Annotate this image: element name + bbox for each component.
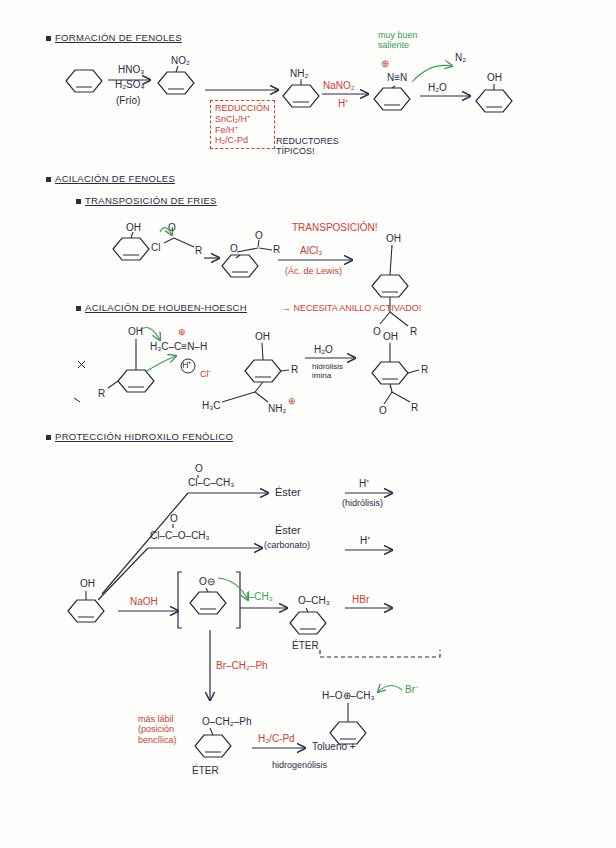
atom-label: O <box>168 222 176 234</box>
atom-label: R <box>410 326 417 338</box>
reagent: H₃C–C≡N–H <box>150 341 207 353</box>
atom-label: R <box>291 364 298 376</box>
reagent: NaNO₂ <box>323 80 355 92</box>
reagent: H₂/C-Pd <box>258 733 295 745</box>
reagent: H⁺ <box>338 98 348 110</box>
section-heading: ACILACIÓN DE FENOLES <box>55 174 175 185</box>
reagent: HNO₃ <box>118 64 144 76</box>
product-label: ÉTER <box>192 765 219 777</box>
bullets <box>46 36 81 440</box>
reagent: H₂O <box>428 82 447 94</box>
reagent: H⁺ <box>182 360 192 370</box>
reagent: HBr <box>352 594 369 606</box>
atom-label: Cl <box>151 242 160 254</box>
charge: ⊕ <box>178 327 186 337</box>
reagent: Cl–C–O–CH₃ <box>150 530 210 542</box>
group-label: NH₂ <box>290 68 308 80</box>
atom-label: R <box>411 402 418 414</box>
reagent: H⁺ <box>359 478 369 490</box>
charge: ⊕ <box>381 58 389 70</box>
condition: hidrogenólisis <box>272 760 327 770</box>
reagent-line: SnCl₂/H⁺ <box>215 114 270 125</box>
group-label: OH <box>383 331 398 343</box>
margin-marks <box>74 361 85 402</box>
sub-heading: ACILACIÓN DE HOUBEN-HOESCH <box>85 303 247 314</box>
atom-label: R <box>421 364 428 376</box>
group-label: OH <box>80 578 95 590</box>
reagent: Br⁻ <box>405 684 418 696</box>
note: → NECESITA ANILLO ACTIVADO! <box>282 303 421 313</box>
atom-label: O <box>255 230 263 242</box>
atom-label: O <box>195 463 203 475</box>
reagent: NaOH <box>130 596 158 608</box>
reagent: Cl–C–CH₃ <box>188 477 234 489</box>
condition: (Ác. de Lewis) <box>285 266 342 276</box>
note: REDUCTORES TÍPICOS! <box>276 136 346 157</box>
condition: hidrólisis imina <box>312 362 364 380</box>
note: TRANSPOSICIÓN! <box>292 222 378 234</box>
reagent-box: REDUCCIÓNSnCl₂/H⁺Fe/H⁺H₂/C-Pd <box>210 100 275 149</box>
group-label: O⊖ <box>199 576 215 588</box>
group-label: OH <box>255 331 270 343</box>
reagent: I–CH₃ <box>246 591 273 603</box>
condition: (hidrólisis) <box>342 498 383 508</box>
bonds <box>86 66 494 735</box>
group-label: O–CH₃ <box>298 595 330 607</box>
atom-label: R <box>273 244 280 256</box>
charge: ⊕ <box>288 396 296 406</box>
product-label: ÉTER <box>292 640 319 652</box>
group-label: NO₂ <box>171 55 190 67</box>
group-label: H–O⊕–CH₃ <box>322 690 375 702</box>
reagent: H₂SO₄ <box>115 79 145 91</box>
atom-label: O <box>170 513 178 525</box>
reagent: AlCl₃ <box>300 245 322 257</box>
group-label: N≡N <box>387 72 407 84</box>
reagent-line: H₂/C-Pd <box>215 135 270 146</box>
product-label: Tolueno + <box>312 741 356 753</box>
mechanism-arrows <box>140 65 452 692</box>
atom-label: O <box>379 405 387 417</box>
condition: (Frío) <box>116 95 140 107</box>
note: muy buen saliente <box>378 30 440 51</box>
group-label: NH₂ <box>268 403 286 415</box>
atom-label: O <box>373 326 381 338</box>
atom-label: R <box>195 245 202 257</box>
group-label: OH <box>128 326 143 338</box>
product-label: Éster <box>275 524 301 537</box>
sub-heading: TRANSPOSICIÓN DE FRIES <box>85 196 217 207</box>
group-label: OH <box>487 72 502 84</box>
atom-label: R <box>98 388 105 400</box>
reagent-line: Fe/H⁺ <box>215 125 270 136</box>
reagent: H₂O <box>314 344 333 356</box>
condition: (carbonato) <box>264 540 310 550</box>
section-heading: FORMACIÓN DE FENOLES <box>55 33 182 44</box>
group-label: OH <box>386 233 401 245</box>
atom-label: O <box>230 243 238 255</box>
box-heading: REDUCCIÓN <box>215 103 270 114</box>
group-label: O–CH₂–Ph <box>202 716 251 728</box>
group-label: N₂ <box>455 52 466 64</box>
group-label: OH <box>126 222 141 234</box>
section-heading: PROTECCIÓN HIDROXILO FENÓLICO <box>55 432 233 443</box>
note: más lábil (posición bencílica) <box>138 714 196 745</box>
product-label: Éster <box>275 486 301 499</box>
proton-circle <box>181 359 195 373</box>
reagent: H⁺ <box>360 535 370 547</box>
reagent: Br–CH₂–Ph <box>216 660 268 672</box>
reagent: Cl⁻ <box>200 369 212 379</box>
group-label: H₃C <box>202 400 221 412</box>
